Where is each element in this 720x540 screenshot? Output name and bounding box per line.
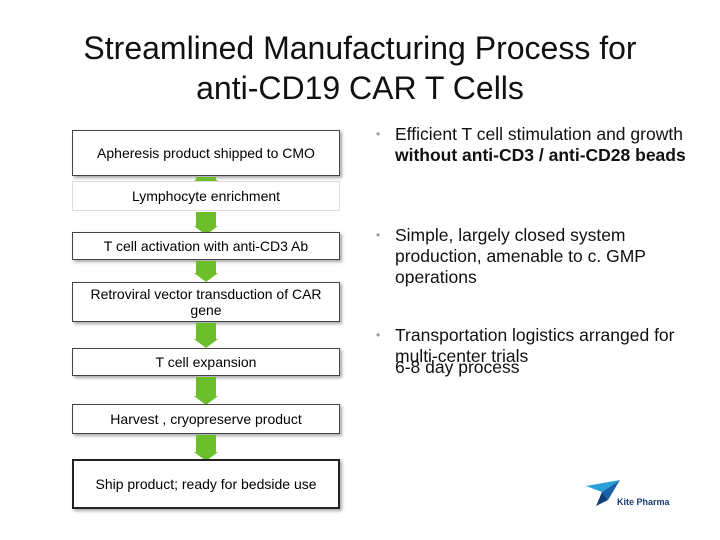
step-lymphocyte-enrichment: Lymphocyte enrichment xyxy=(72,181,340,211)
kite-bird-icon xyxy=(586,480,620,506)
title-line-2: anti-CD19 CAR T Cells xyxy=(196,70,524,106)
flow-arrow-icon xyxy=(194,377,218,405)
step-retroviral-transduction: Retroviral vector transduction of CAR ge… xyxy=(72,282,340,322)
step-ship-product: Ship product; ready for bedside use xyxy=(72,459,340,509)
title-line-1: Streamlined Manufacturing Process for xyxy=(83,30,637,66)
flow-arrow-icon xyxy=(194,323,218,348)
flow-arrow-icon xyxy=(194,261,218,282)
step-label: Lymphocyte enrichment xyxy=(131,188,281,204)
step-label: Apheresis product shipped to CMO xyxy=(97,145,315,161)
step-t-cell-expansion: T cell expansion xyxy=(72,348,340,376)
bullet-item: • Transportation logistics arranged for … xyxy=(376,325,696,367)
bullet-text-normal: Efficient T cell stimulation and growth xyxy=(395,124,683,144)
bullet-text: Efficient T cell stimulation and growth … xyxy=(395,124,696,166)
bullet-dot: • xyxy=(376,228,381,242)
flow-arrow-icon xyxy=(194,212,218,235)
bullet-dot: • xyxy=(376,127,381,141)
step-label: Retroviral vector transduction of CAR ge… xyxy=(90,286,322,318)
bullet-text: Simple, largely closed system production… xyxy=(395,225,646,287)
bullet-dot: • xyxy=(376,328,381,342)
process-duration-label: 6-8 day process xyxy=(395,357,520,377)
step-label: T cell expansion xyxy=(155,354,257,370)
step-label: T cell activation with anti-CD3 Ab xyxy=(103,238,309,254)
step-apheresis: Apheresis product shipped to CMO xyxy=(72,130,340,176)
flow-arrow-icon xyxy=(194,435,218,461)
step-harvest-cryopreserve: Harvest , cryopreserve product xyxy=(72,404,340,434)
bullet-text-bold: without anti-CD3 / anti-CD28 beads xyxy=(395,145,686,165)
step-label: Harvest , cryopreserve product xyxy=(110,411,302,427)
bullet-item: • Simple, largely closed system producti… xyxy=(376,225,696,288)
step-label: Ship product; ready for bedside use xyxy=(95,476,317,492)
step-t-cell-activation: T cell activation with anti-CD3 Ab xyxy=(72,232,340,260)
bullet-item: • Efficient T cell stimulation and growt… xyxy=(376,124,696,166)
slide-title: Streamlined Manufacturing Process for an… xyxy=(20,28,700,108)
logo-text: Kite Pharma xyxy=(617,497,670,507)
bullet-text: Transportation logistics arranged for mu… xyxy=(395,325,675,366)
kite-pharma-logo: Kite Pharma xyxy=(586,480,686,510)
